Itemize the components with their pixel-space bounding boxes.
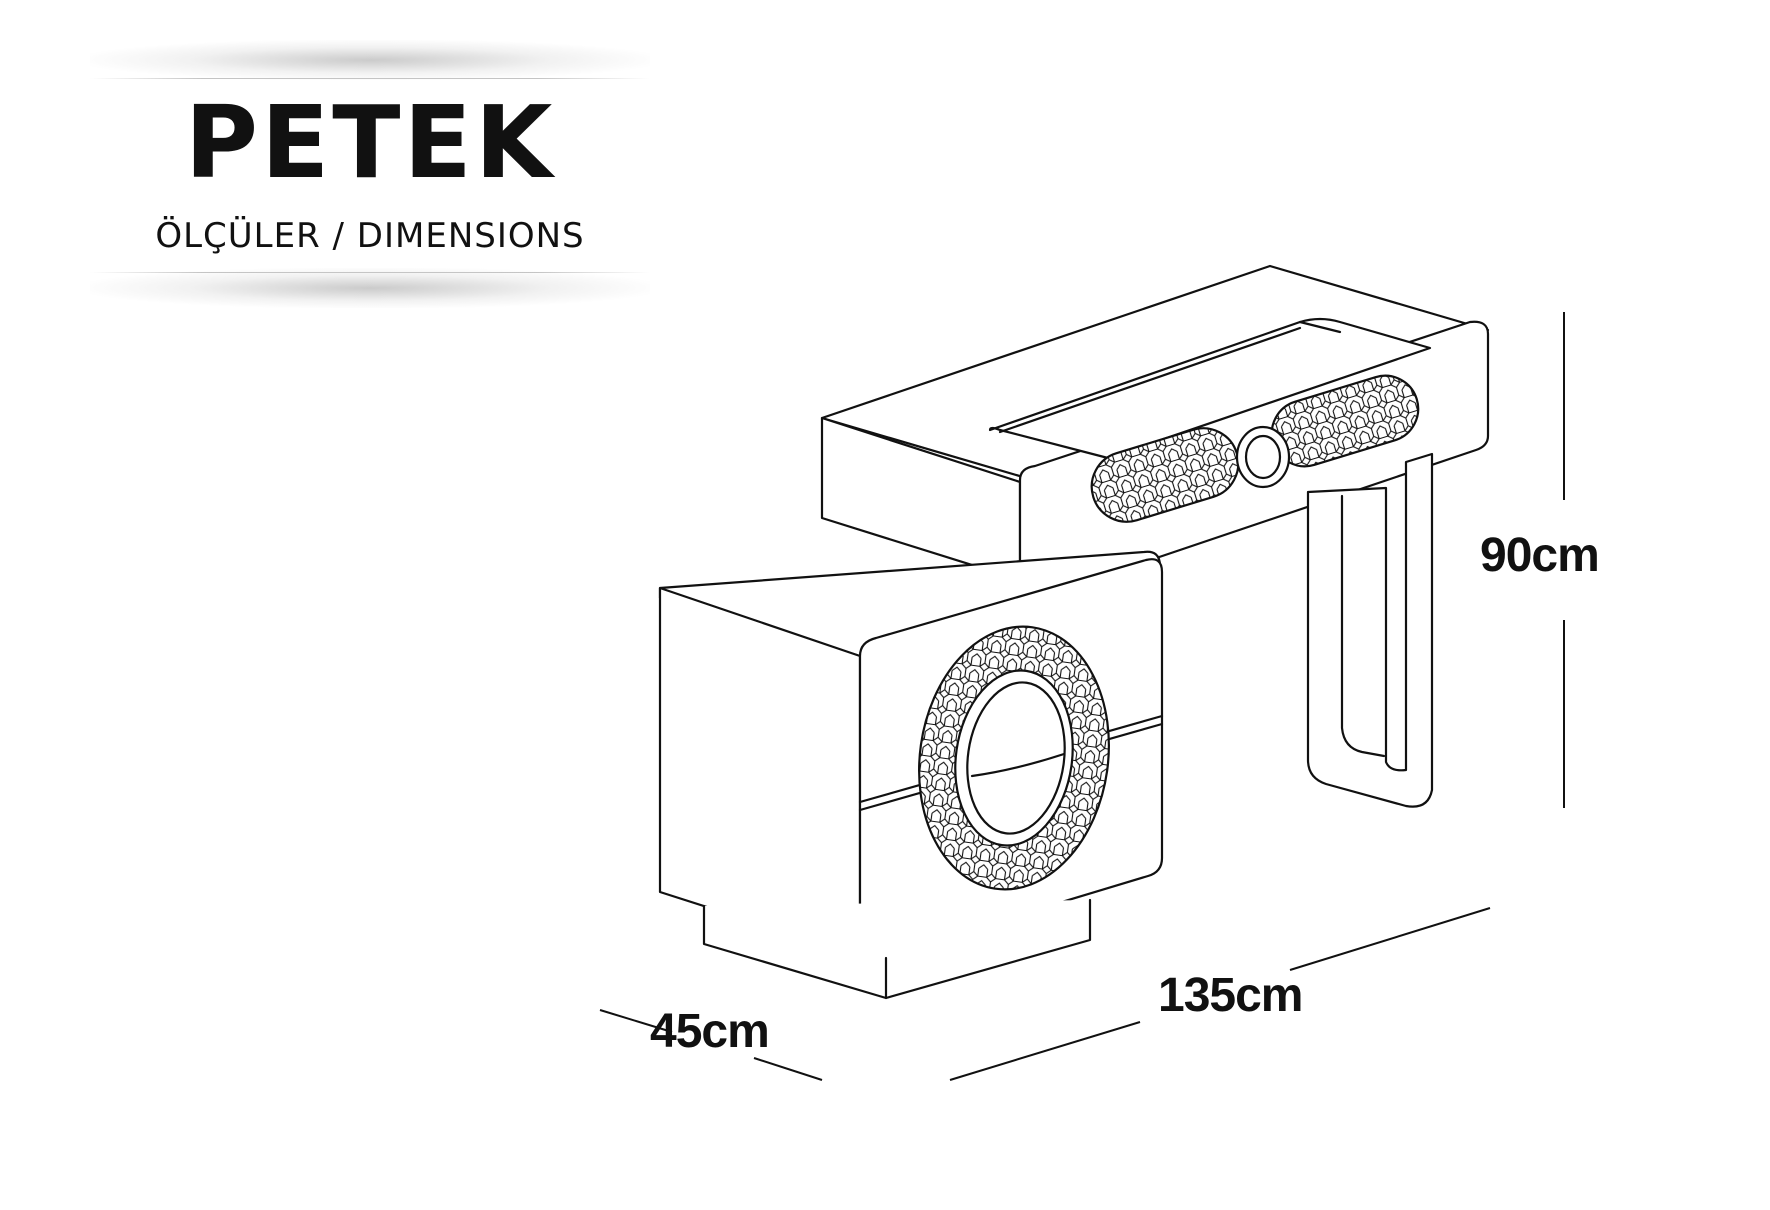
cabinet-honeycomb-ring <box>918 625 1110 891</box>
title-block-top-rule <box>90 78 650 79</box>
product-subtitle: ÖLÇÜLER / DIMENSIONS <box>155 216 585 256</box>
title-block: PETEK ÖLÇÜLER / DIMENSIONS <box>90 40 650 308</box>
dimension-lines <box>599 312 1565 1081</box>
depth-dimension-label: 45cm <box>650 1005 770 1058</box>
depth-dimension-line-right <box>753 1057 823 1081</box>
title-block-bottom-shadow <box>90 268 650 308</box>
depth-dimension-line-left <box>599 1009 673 1033</box>
product-title: PETEK <box>184 84 556 201</box>
desk-front-panels <box>1090 374 1420 523</box>
width-dimension-line-right <box>1289 907 1491 971</box>
title-block-top-shadow <box>90 40 650 80</box>
cabinet-plinth <box>702 898 1092 1000</box>
desk-leg <box>1306 452 1434 808</box>
width-dimension-line-left <box>949 1021 1141 1081</box>
width-dimension-label: 135cm <box>1158 969 1303 1022</box>
height-dimension-label: 90cm <box>1480 529 1600 582</box>
